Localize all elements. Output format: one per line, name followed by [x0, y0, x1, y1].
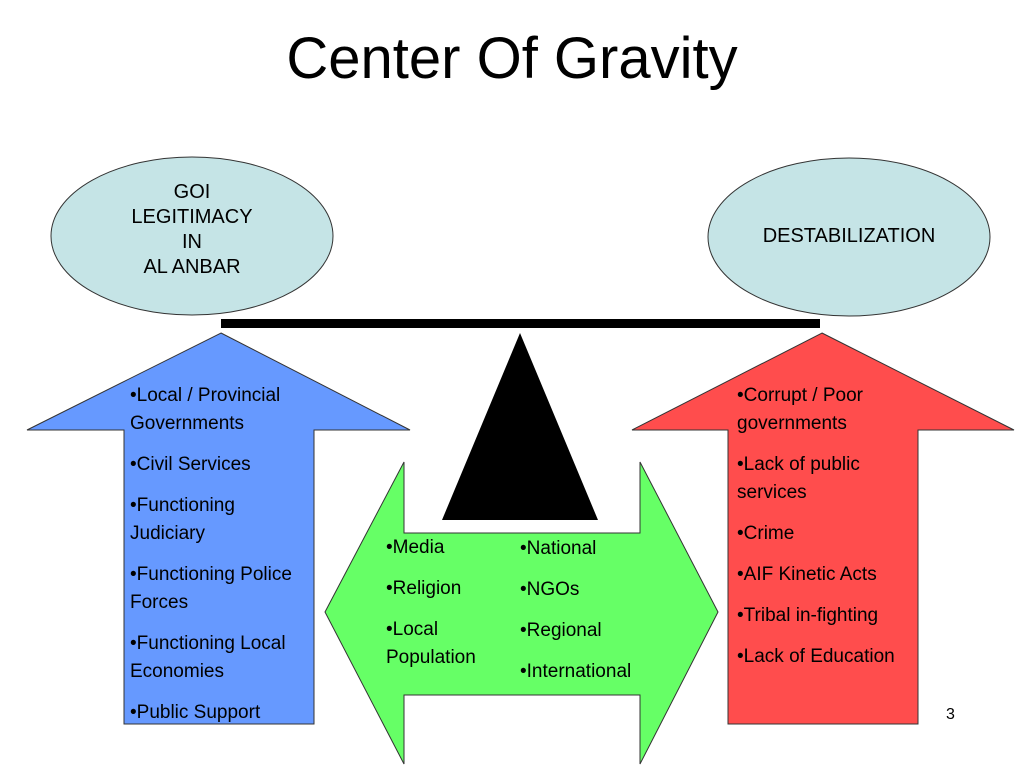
fulcrum-triangle	[442, 333, 598, 520]
page-number: 3	[946, 706, 955, 723]
list-item: •Crime	[737, 523, 795, 544]
list-item: •Functioning Judiciary	[130, 495, 235, 544]
center-right-list: •National •NGOs •Regional •International	[520, 535, 665, 699]
list-item: •Local / Provincial Governments	[130, 385, 281, 434]
right-oval	[707, 157, 991, 317]
right-arrow-list: •Corrupt / Poor governments •Lack of pub…	[737, 382, 917, 684]
center-double-arrow	[324, 461, 719, 765]
list-item: •Media	[386, 537, 445, 558]
left-up-arrow	[26, 332, 411, 725]
center-left-list: •Media •Religion •Local Population	[386, 534, 506, 685]
list-item: •Regional	[520, 620, 602, 641]
left-oval-line: AL ANBAR	[143, 256, 241, 278]
slide-title: Center Of Gravity	[286, 26, 738, 91]
left-oval-line: GOI	[173, 181, 211, 203]
list-item: •Lack of public services	[737, 454, 860, 503]
list-item: •Corrupt / Poor governments	[737, 385, 863, 434]
list-item: •AIF Kinetic Acts	[737, 564, 877, 585]
balance-beam	[221, 319, 820, 328]
left-oval-line: IN	[182, 231, 202, 253]
list-item: •Religion	[386, 578, 462, 599]
list-item: •Local Population	[386, 619, 476, 668]
right-up-arrow	[631, 332, 1015, 725]
list-item: •Functioning Police Forces	[130, 564, 292, 613]
left-arrow-list: •Local / Provincial Governments •Civil S…	[130, 382, 315, 740]
list-item: •Tribal in-fighting	[737, 605, 879, 626]
list-item: •National	[520, 538, 597, 559]
list-item: •Civil Services	[130, 454, 251, 475]
list-item: •Functioning Local Economies	[130, 633, 286, 682]
list-item: •Public Support	[130, 702, 261, 723]
list-item: •International	[520, 661, 632, 682]
list-item: •NGOs	[520, 579, 580, 600]
right-oval-label: DESTABILIZATION	[762, 225, 936, 247]
left-oval	[50, 156, 334, 316]
list-item: •Lack of Education	[737, 646, 895, 667]
left-oval-text: GOI LEGITIMACY IN AL ANBAR	[92, 180, 292, 280]
left-oval-line: LEGITIMACY	[131, 206, 253, 228]
